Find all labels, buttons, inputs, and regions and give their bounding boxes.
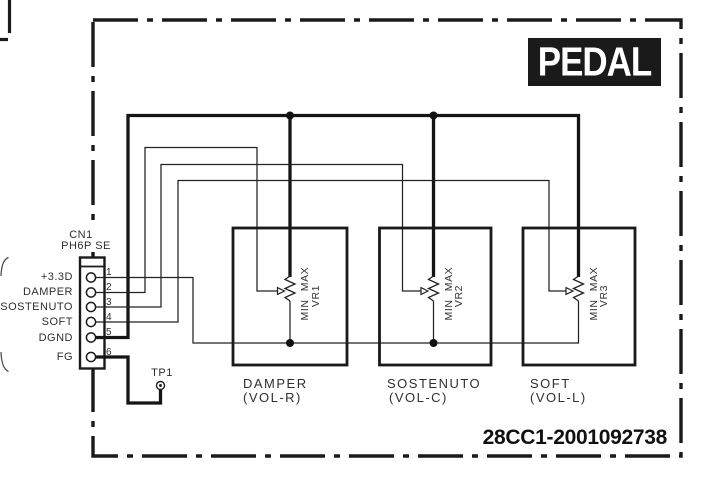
connector-ref: CN1 bbox=[61, 228, 101, 241]
test-point-label: TP1 bbox=[151, 367, 173, 379]
sostenuto-pot-channel: (VOL-C) bbox=[389, 389, 448, 405]
pin6-number: 6 bbox=[106, 346, 112, 358]
drawing-number: 28CC1-2001092738 bbox=[482, 426, 668, 449]
pin3-number: 3 bbox=[106, 296, 112, 308]
pin4-circle bbox=[85, 316, 97, 328]
pin5-number: 5 bbox=[106, 327, 112, 338]
soft-wire bbox=[95, 179, 566, 323]
pin1-signal-label: +3.3D bbox=[40, 271, 73, 283]
pin3-signal-label: SOSTENUTO bbox=[0, 300, 73, 313]
adjacent-frame-fragment bbox=[0, 0, 12, 42]
pin5-circle bbox=[85, 332, 97, 343]
sostenuto-pot-name: SOSTENUTO bbox=[387, 375, 482, 391]
pin2-circle bbox=[85, 287, 97, 298]
sostenuto-wire bbox=[95, 163, 421, 308]
cable-brace-icon bbox=[0, 256, 9, 373]
damper-pot-channel: (VOL-R) bbox=[243, 389, 302, 405]
pin2-number: 2 bbox=[106, 282, 112, 293]
vr2-ref-label: VR2 bbox=[453, 284, 465, 308]
vr2-resistor-icon bbox=[426, 275, 441, 302]
vr2-wiper-arrow bbox=[420, 286, 430, 296]
junction-dots bbox=[286, 111, 438, 347]
connector-type: PH6P SE bbox=[56, 239, 116, 252]
pin3-circle bbox=[85, 301, 97, 313]
vr3-resistor-icon bbox=[571, 275, 586, 302]
vr3-ref-label: VR3 bbox=[598, 284, 610, 308]
section-badge: PEDAL bbox=[528, 38, 661, 86]
signal-wires bbox=[95, 146, 580, 344]
dgnd-bus-wire bbox=[95, 113, 581, 340]
p33d-rail-wire bbox=[95, 276, 580, 344]
pin1-number: 1 bbox=[106, 267, 112, 278]
resistor-symbols bbox=[283, 275, 586, 302]
pin2-signal-label: DAMPER bbox=[22, 286, 73, 298]
pin4-number: 4 bbox=[106, 311, 112, 323]
sostenuto-pot-box bbox=[378, 226, 493, 367]
soft-pot-box bbox=[521, 226, 637, 367]
vr3-wiper-arrow bbox=[565, 286, 575, 296]
pin4-signal-label: SOFT bbox=[41, 315, 73, 328]
soft-pot-name: SOFT bbox=[530, 375, 571, 391]
soft-pot-channel: (VOL-L) bbox=[530, 389, 587, 405]
vr1-ref-label: VR1 bbox=[309, 284, 322, 308]
section-badge-label: PEDAL bbox=[537, 38, 652, 85]
pot-unit-boxes bbox=[231, 226, 637, 367]
damper-wire bbox=[95, 146, 277, 294]
vr1-resistor-icon bbox=[283, 275, 297, 302]
damper-pot-box bbox=[231, 226, 349, 367]
vr1-wiper-arrow bbox=[276, 286, 286, 296]
pin6-signal-label: FG bbox=[56, 351, 73, 363]
pin5-signal-label: DGND bbox=[38, 331, 73, 344]
wiper-arrow-icons bbox=[276, 286, 575, 296]
test-point-icon bbox=[155, 380, 166, 391]
connector-pin-circles bbox=[85, 272, 97, 363]
pin6-circle bbox=[85, 351, 97, 363]
pin1-circle bbox=[85, 272, 97, 283]
damper-pot-name: DAMPER bbox=[243, 375, 308, 391]
fg-wire bbox=[95, 355, 163, 405]
